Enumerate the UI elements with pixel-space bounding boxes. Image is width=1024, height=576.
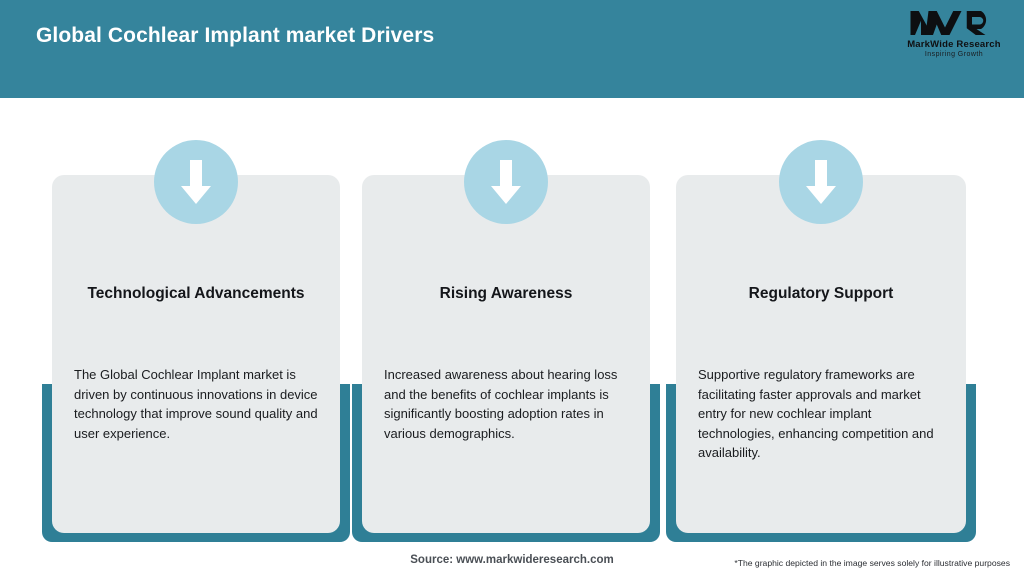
card-title-2: Rising Awareness	[439, 285, 573, 302]
disclaimer-label: *The graphic depicted in the image serve…	[734, 558, 1010, 568]
card-body-3: Supportive regulatory frameworks are fac…	[698, 367, 934, 460]
arrow-down-icon	[491, 160, 521, 204]
logo-company-name: MarkWide Research	[907, 39, 1001, 50]
arrow-down-icon	[181, 160, 211, 204]
card-body-2: Increased awareness about hearing loss a…	[384, 367, 618, 441]
header-bar	[0, 0, 1024, 98]
arrow-down-icon	[806, 160, 836, 204]
brand-logo: MarkWide Research Inspiring Growth	[902, 8, 1006, 64]
card-body-1: The Global Cochlear Implant market is dr…	[74, 367, 318, 441]
card-title-3: Regulatory Support	[748, 285, 894, 302]
page-title: Global Cochlear Implant market Drivers	[36, 24, 435, 47]
source-label: Source: www.markwideresearch.com	[410, 554, 614, 566]
card-panel-3: Regulatory Support Supportive regulatory…	[676, 175, 966, 533]
mwr-monogram-icon	[910, 11, 987, 35]
logo-tagline: Inspiring Growth	[924, 51, 984, 58]
card-title-1: Technological Advancements	[87, 285, 305, 302]
card-panel-2: Rising Awareness Increased awareness abo…	[362, 175, 650, 533]
arrow-down-icon-circle-3	[779, 140, 863, 224]
arrow-down-icon-circle-2	[464, 140, 548, 224]
card-panel-1: Technological Advancements The Global Co…	[52, 175, 340, 533]
arrow-down-icon-circle-1	[154, 140, 238, 224]
